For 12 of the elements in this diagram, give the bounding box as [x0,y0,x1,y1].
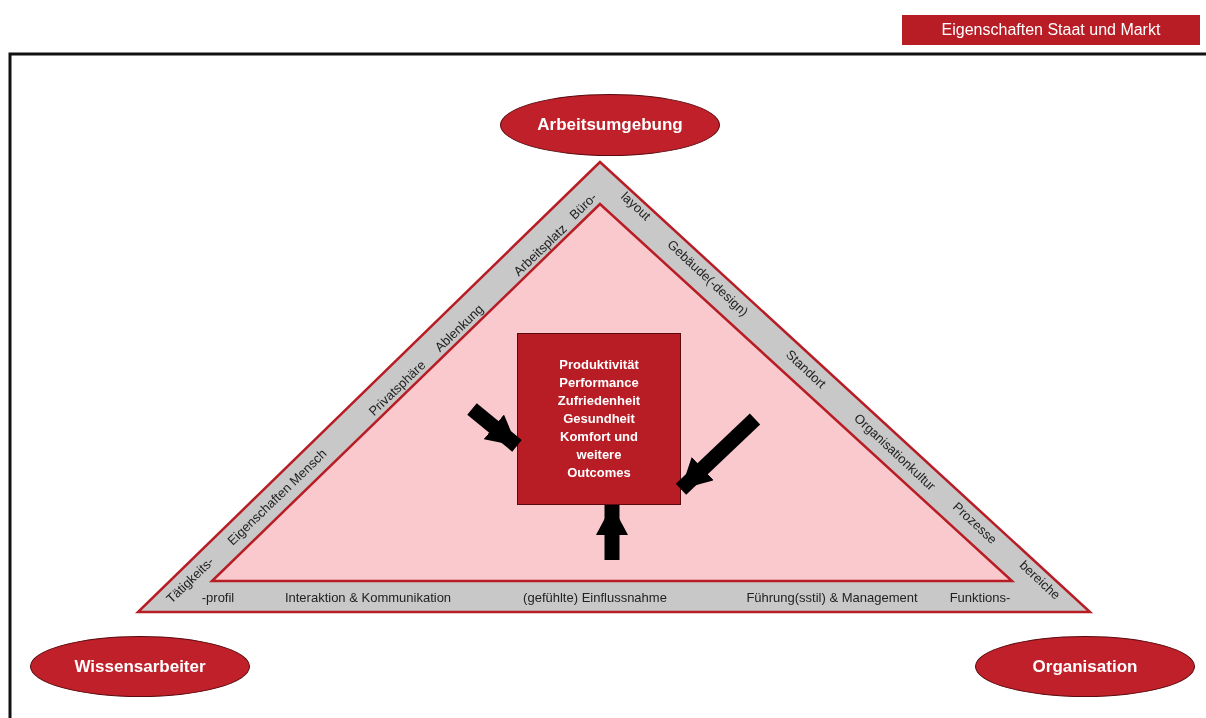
factor-ellipse: Arbeitsumgebung [500,94,720,156]
block-arrow [675,413,761,495]
block-arrow [596,505,628,560]
category-label: Eigenschaften Staat und Markt [902,15,1200,45]
factor-label: Führung(sstil) & Management [746,590,918,604]
factor-label: Interaktion & Kommunikation [284,590,452,604]
factor-label: (gefühlte) Einflussnahme [523,590,667,604]
outcome-box: Produktivität Performance Zufriedenheit Gesundheit Komfort und weitere Outcomes [517,333,681,505]
factor-label: Funktions- [949,590,1011,604]
block-arrow [467,403,522,452]
factor-ellipse: Wissensarbeiter [30,636,250,697]
factor-ellipse: Organisation [975,636,1195,697]
